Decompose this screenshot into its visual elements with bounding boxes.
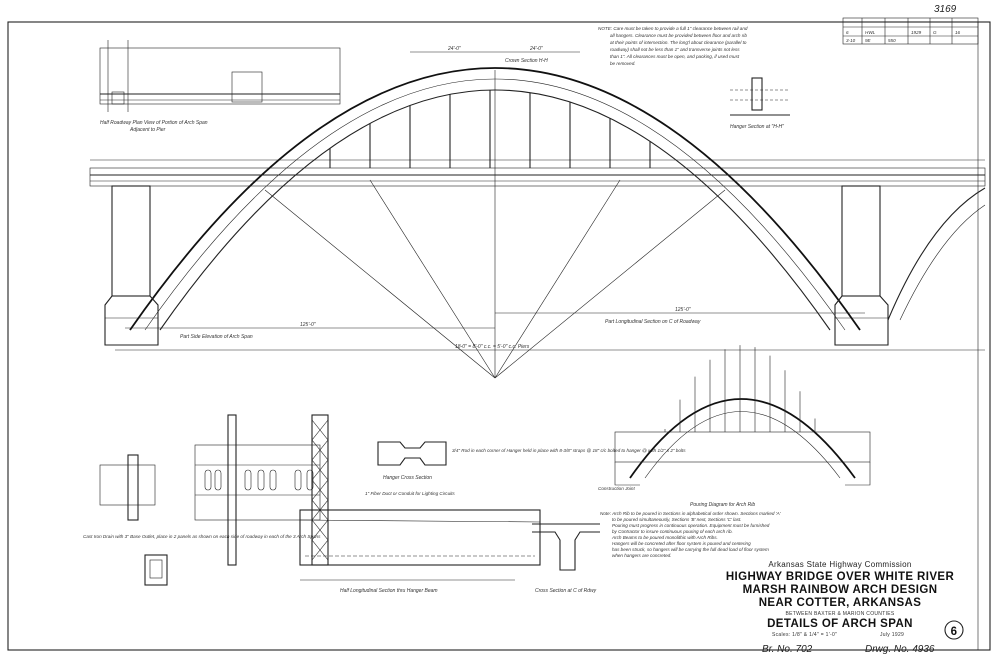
- dim-left: 125'-0": [300, 322, 316, 328]
- construction-joint-label: Construction Joint: [598, 486, 635, 491]
- rail-opening: [244, 469, 252, 491]
- title-line-2: MARSH RAINBOW ARCH DESIGN: [743, 584, 938, 596]
- hanger-cross-section-title: Hanger Cross Section: [383, 475, 432, 481]
- half-longitudinal-title: Half Longitudinal Section thru Hanger Be…: [340, 588, 438, 594]
- rail-opening: [306, 469, 314, 491]
- hanger-cross-section: Hanger Cross Section 3/4" Rod in each co…: [377, 441, 686, 481]
- pouring-note-line: to be poured simultaneously, Sections 'B…: [612, 517, 742, 522]
- arch-rib-extrados: [129, 67, 861, 331]
- hanger-beam-section: Half Longitudinal Section thru Hanger Be…: [299, 414, 541, 594]
- table-cell: G: [933, 30, 937, 35]
- note-line: NOTE: Care must be taken to provide a fu…: [598, 26, 748, 31]
- table-cell: 550: [888, 38, 896, 43]
- sheet-number-handwritten: 3169: [934, 4, 957, 15]
- pouring-diagram: Construction Joint Pouring Diagram for A…: [598, 345, 871, 558]
- hanger-note: 3/4" Rod in each corner of Hanger held i…: [452, 448, 686, 453]
- side-elevation-title: Part Side Elevation of Arch Span: [180, 334, 253, 340]
- hanger-section-title: Hanger Section at "H-H": [730, 124, 784, 130]
- railing-detail: [194, 414, 321, 566]
- conduit-label: 1" Fiber Duct or Conduit for Lighting Ci…: [365, 491, 455, 496]
- pouring-note-line: by Contractor to insure continuous pouri…: [612, 529, 733, 534]
- note-line: all hangers. Clearance must be provided …: [610, 33, 747, 38]
- rail-opening: [257, 469, 265, 491]
- pouring-note-line: Note: Arch Rib to be poured in Sections …: [600, 511, 781, 516]
- rail-opening: [204, 469, 212, 491]
- drain-detail: Cast Iron Drain with 3" Base Outlet, pla…: [83, 454, 321, 586]
- dim-bottom: 18-0" = 8'-0" c.c. = 5'-0" c.c. Piers: [455, 344, 530, 350]
- table-cell: 3-10: [846, 38, 856, 43]
- deck-slab: [89, 167, 986, 187]
- roadway-cross-section: Cross Section at C of Rdwy: [532, 523, 600, 594]
- note-line: at their points of intersection. The lon…: [610, 40, 747, 45]
- sheet-circle-number: 6: [951, 626, 958, 638]
- pouring-note-line: Arch Beams to be poured monolithic with …: [611, 535, 718, 540]
- plan-view-title: Half Roadway Plan View of Portion of Arc…: [100, 120, 208, 126]
- sheet-border: [7, 21, 991, 651]
- note-line: roadway) shall not be less than 1" and t…: [610, 47, 740, 52]
- pouring-note-line: has been struck, so hangers will be carr…: [612, 547, 769, 552]
- table-cell: 9E: [865, 38, 872, 43]
- pouring-diagram-title: Pouring Diagram for Arch Rib: [690, 502, 755, 508]
- title-line-4: DETAILS OF ARCH SPAN: [767, 618, 913, 630]
- cross-section-title: Cross Section at C of Rdwy: [535, 588, 597, 594]
- pouring-note-line: Pouring must progress in continuous oper…: [612, 523, 770, 528]
- right-pier: [841, 185, 881, 297]
- table-cell: HWL: [865, 30, 876, 35]
- rail-opening: [269, 469, 277, 491]
- table-cell: 16: [955, 30, 961, 35]
- sheet-circle: [944, 620, 964, 640]
- arch-elevation: 125'-0" 125'-0" 18-0" = 8'-0" c.c. = 5'-…: [89, 46, 986, 379]
- longitudinal-section-title: Part Longitudinal Section on C of Roadwa…: [605, 319, 701, 325]
- revision-table: 6 HWL 1929 G 16 3-10 9E 550: [842, 17, 979, 45]
- rail-opening: [294, 469, 302, 491]
- table-cell: 1929: [911, 30, 922, 35]
- table-cell: 6: [846, 30, 849, 35]
- clearance-notes: NOTE: Care must be taken to provide a fu…: [598, 26, 748, 66]
- crown-label: Crown Section H-H: [505, 58, 548, 64]
- bridge-number: Br. No. 702: [762, 644, 813, 655]
- scales-text: Scales: 1/8" & 1/4" = 1'-0": [772, 632, 837, 638]
- note-line: be removed.: [610, 61, 636, 66]
- date-text: July 1929: [880, 632, 904, 638]
- half-roadway-plan-view: Half Roadway Plan View of Portion of Arc…: [99, 40, 341, 133]
- pouring-note-line: Hangers will be concreted after floor sy…: [612, 541, 751, 546]
- plan-view-subtitle: Adjacent to Pier: [129, 127, 166, 133]
- note-line: than 1". All clearances must be open, an…: [610, 54, 740, 59]
- counties-line: BETWEEN BAXTER & MARION COUNTIES: [785, 611, 894, 617]
- drain-note: Cast Iron Drain with 3" Base Outlet, pla…: [83, 534, 321, 539]
- title-line-1: HIGHWAY BRIDGE OVER WHITE RIVER: [726, 571, 955, 583]
- drawing-number: Drwg. No. 4936: [865, 644, 935, 655]
- title-line-3: NEAR COTTER, ARKANSAS: [759, 597, 922, 609]
- title-block: Arkansas State Highway Commission HIGHWA…: [726, 560, 964, 655]
- dim-top-left: 24'-0": [447, 46, 461, 52]
- dim-right: 125'-0": [675, 307, 691, 313]
- dim-top-right: 24'-0": [529, 46, 543, 52]
- left-pier: [111, 185, 151, 297]
- agency-name: Arkansas State Highway Commission: [768, 560, 911, 569]
- adjacent-arch: [887, 187, 986, 321]
- rail-opening: [214, 469, 222, 491]
- hanger-section-hh: Hanger Section at "H-H": [730, 77, 790, 130]
- pouring-note-line: when hangers are concreted.: [612, 553, 672, 558]
